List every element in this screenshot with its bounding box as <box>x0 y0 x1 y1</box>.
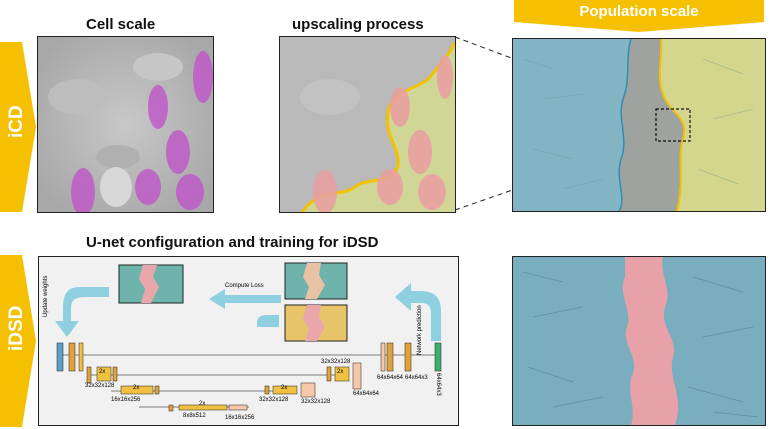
op-label-a: 2x <box>99 369 106 375</box>
upscaling-image <box>279 36 456 213</box>
network-prediction-arrow <box>395 283 441 341</box>
unet-diagram: Update weights Compute Loss Network pred… <box>38 256 459 426</box>
compute-loss-arrow <box>209 289 281 309</box>
cell-scale-title: Cell scale <box>86 16 156 33</box>
network-prediction-label: Network prediction <box>417 305 423 355</box>
dim-label: 32x32x128 <box>259 397 289 403</box>
op-label-b: 2x <box>133 385 140 391</box>
cell <box>166 130 190 174</box>
op-label-c: 2x <box>199 401 206 407</box>
upscaling-title: upscaling process <box>292 16 424 33</box>
compute-loss-label: Compute Loss <box>225 283 264 289</box>
op-label-d: 2x <box>281 385 288 391</box>
wound-mask <box>622 257 679 425</box>
idsd-banner: iDSD <box>0 255 36 427</box>
population-title: Population scale <box>579 3 699 20</box>
dim-label: 32x32x128 <box>85 383 115 389</box>
dim-label: 64x64x64 <box>377 375 404 381</box>
icd-label: iCD <box>6 105 27 138</box>
idsd-label: iDSD <box>6 305 27 351</box>
dim-label: 32x32x128 <box>321 359 351 365</box>
idsd-result-image <box>512 256 766 426</box>
cell <box>176 174 204 210</box>
population-banner: Population scale <box>514 0 764 32</box>
dim-label: 8x8x512 <box>183 413 206 419</box>
dim-label: 16x16x256 <box>111 397 141 403</box>
dim-label: 64x64x3 <box>405 375 428 381</box>
icd-banner: iCD <box>0 42 36 212</box>
dim-label: 16x16x256 <box>225 415 255 421</box>
dim-label: 64x64x64 <box>353 391 380 397</box>
update-weights-arrow <box>55 287 109 337</box>
update-weights-label: Update weights <box>43 275 49 317</box>
dim-label: 32x32x128 <box>301 399 331 405</box>
op-label-e: 2x <box>337 369 344 375</box>
cell-scale-image <box>37 36 214 213</box>
output-dims-label: 64x64x3 <box>435 373 441 396</box>
unet-title: U-net configuration and training for iDS… <box>86 234 379 251</box>
cell <box>193 51 213 103</box>
cell <box>148 85 168 129</box>
population-image <box>512 38 766 212</box>
cell <box>135 169 161 205</box>
cell <box>71 168 95 212</box>
zoom-box <box>655 108 691 142</box>
